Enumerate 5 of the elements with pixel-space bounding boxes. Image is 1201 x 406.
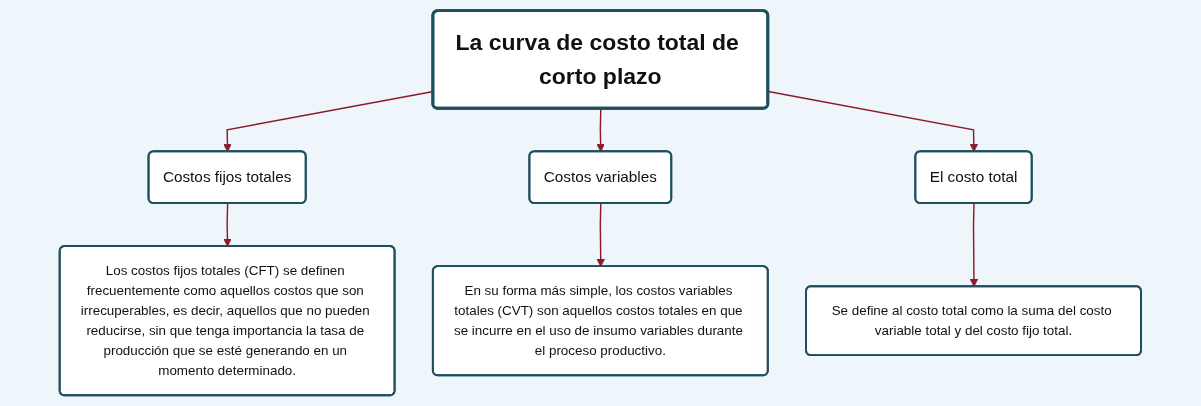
arrow xyxy=(596,108,605,153)
arrow xyxy=(969,202,979,288)
arrow xyxy=(223,202,232,247)
arrow xyxy=(596,202,606,267)
arrow xyxy=(767,90,979,153)
